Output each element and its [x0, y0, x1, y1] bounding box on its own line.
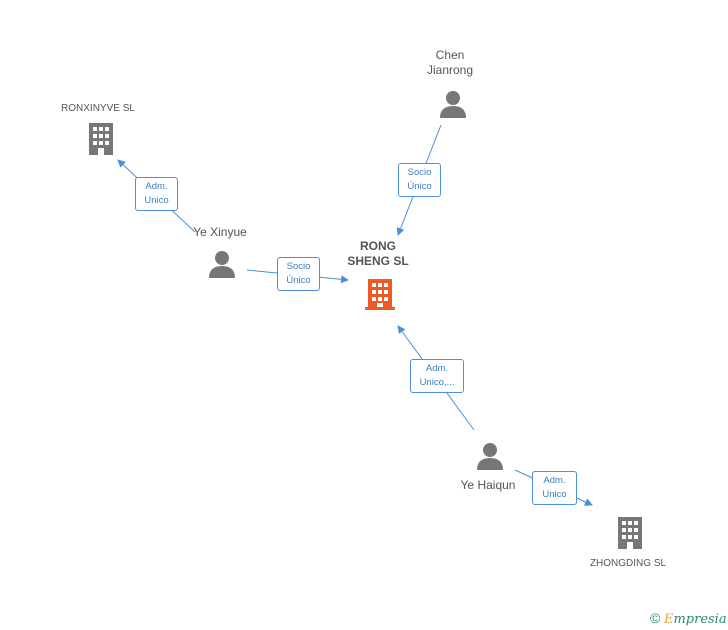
edge-label-xinyue-ronxinyve[interactable]: Adm. Unico [135, 177, 178, 211]
building-icon[interactable] [615, 515, 645, 549]
copyright-icon: © [650, 610, 661, 626]
node-label-rong-sheng[interactable]: RONG SHENG SL [347, 239, 409, 268]
edge-label-haiqun-zhongding[interactable]: Adm. Unico [532, 471, 577, 505]
person-icon[interactable] [207, 249, 237, 279]
node-label-chen-jianrong[interactable]: Chen Jianrong [426, 48, 474, 77]
brand-rest: mpresia [673, 612, 727, 627]
edge-label-haiqun-rong[interactable]: Adm. Unico,... [410, 359, 464, 393]
building-icon[interactable] [86, 121, 116, 155]
building-icon-focus[interactable] [364, 277, 396, 311]
node-label-zhongding[interactable]: ZHONGDING SL [589, 558, 667, 569]
node-label-ye-xinyue[interactable]: Ye Xinyue [193, 225, 247, 239]
footer-brand: © Empresia [650, 610, 727, 627]
edge-label-chen-rong[interactable]: Socio Único [398, 163, 441, 197]
node-label-ronxinyve[interactable]: RONXINYVE SL [61, 103, 135, 114]
person-icon[interactable] [475, 441, 505, 471]
edge-label-xinyue-rong[interactable]: Socio Único [277, 257, 320, 291]
node-label-ye-haiqun[interactable]: Ye Haiqun [460, 478, 516, 492]
brand-initial: E [663, 612, 674, 627]
brand-name: Empresia [664, 612, 727, 627]
person-icon[interactable] [438, 89, 468, 119]
